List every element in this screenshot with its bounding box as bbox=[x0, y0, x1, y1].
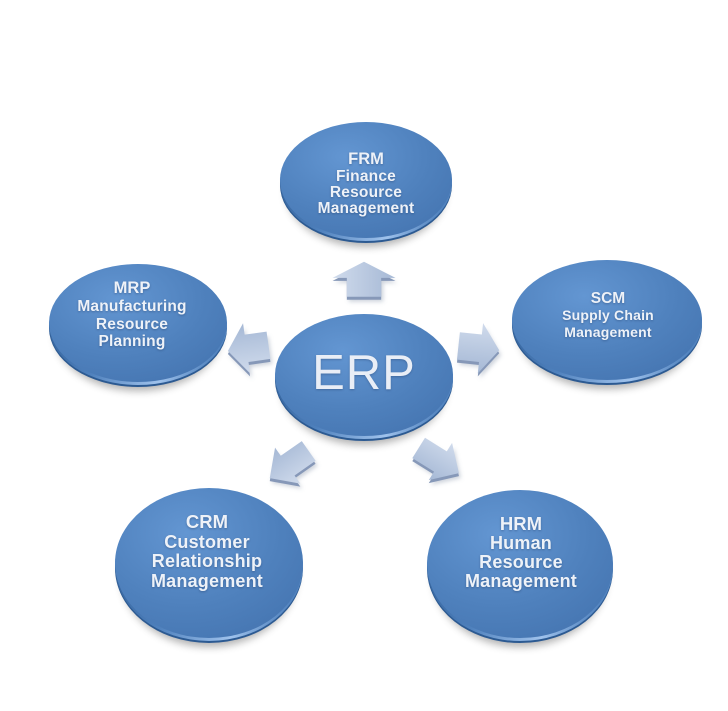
arrow-to-mrp bbox=[224, 320, 275, 382]
node-line: Relationship bbox=[152, 551, 262, 571]
node-line: Customer bbox=[164, 532, 250, 552]
node-scm: SCM Supply Chain Management bbox=[512, 260, 702, 389]
node-disc bbox=[115, 488, 303, 638]
node-line: Planning bbox=[98, 333, 165, 350]
node-line: Management bbox=[318, 200, 415, 217]
arrow-to-scm bbox=[455, 320, 504, 381]
node-line: Human bbox=[490, 533, 552, 553]
node-disc bbox=[512, 260, 702, 380]
node-frm: FRM Finance Resource Management bbox=[280, 122, 452, 247]
node-line: Management bbox=[151, 571, 263, 591]
node-line: Finance bbox=[336, 168, 396, 185]
node-line: Management bbox=[564, 324, 652, 340]
arrow-to-frm bbox=[332, 261, 398, 302]
node-abbr: MRP bbox=[114, 279, 151, 297]
arrow-right-icon bbox=[455, 320, 502, 376]
node-disc bbox=[427, 490, 613, 638]
node-disc bbox=[280, 122, 452, 238]
node-line: Supply Chain bbox=[562, 307, 654, 323]
node-abbr: SCM bbox=[591, 290, 625, 307]
node-abbr: FRM bbox=[348, 150, 384, 168]
node-hrm: HRM Human Resource Management bbox=[427, 490, 613, 647]
node-mrp: MRP Manufacturing Resource Planning bbox=[49, 264, 227, 391]
node-line: Manufacturing bbox=[77, 298, 186, 315]
node-disc bbox=[275, 314, 453, 436]
node-disc bbox=[49, 264, 227, 382]
center-label: ERP bbox=[312, 346, 416, 400]
node-line: Resource bbox=[330, 184, 402, 201]
node-line: Management bbox=[465, 571, 577, 591]
node-crm: CRM Customer Relationship Management bbox=[115, 488, 303, 647]
node-abbr: CRM bbox=[186, 511, 228, 532]
node-abbr: HRM bbox=[500, 513, 542, 534]
arrow-left-icon bbox=[224, 320, 273, 377]
node-line: Resource bbox=[479, 552, 563, 572]
node-erp-center: ERP bbox=[275, 314, 453, 445]
node-line: Resource bbox=[96, 316, 168, 333]
arrow-to-hrm bbox=[407, 429, 473, 497]
arrow-to-crm bbox=[257, 432, 324, 502]
